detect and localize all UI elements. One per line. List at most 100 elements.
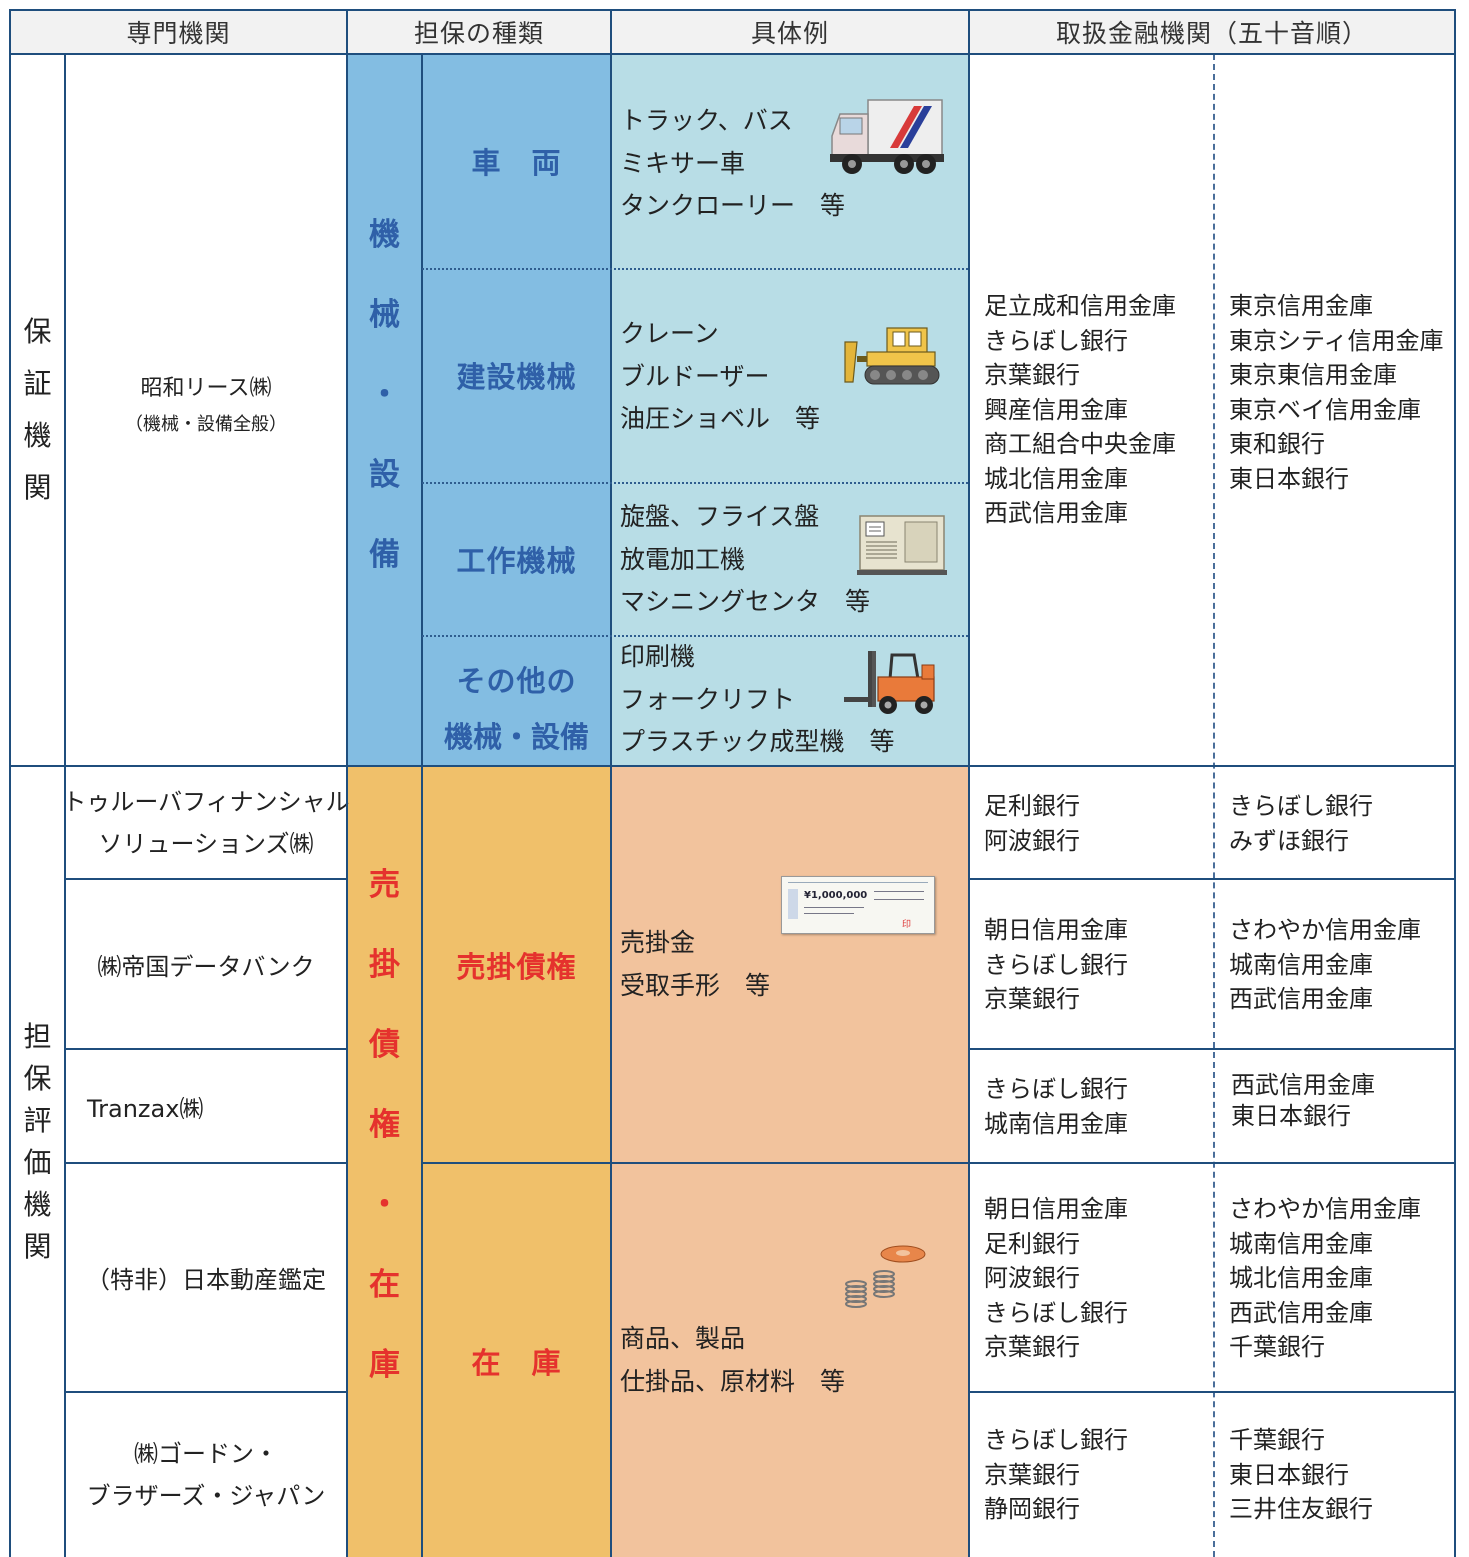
truck-icon (830, 99, 944, 174)
eval-institution-nihon-dosan: （特非）日本動産鑑定 (86, 1266, 326, 1294)
eval-banks-left-3: きらぼし銀行 城南信用金庫 (984, 1072, 1128, 1141)
grid-line (422, 635, 968, 637)
grid-line (9, 765, 1456, 767)
grid-line (9, 9, 11, 1557)
grid-line (346, 9, 348, 1557)
bank-item: みずほ銀行 (1229, 826, 1349, 855)
bank-item: きらぼし銀行 (984, 326, 1128, 355)
machinery-banks-right: 東京信用金庫 東京シティ信用金庫 東京東信用金庫 東京ベイ信用金庫 東和銀行 東… (1229, 289, 1444, 496)
bank-item: 朝日信用金庫 (984, 1195, 1128, 1223)
bulldozer-icon (844, 327, 940, 385)
bank-item: 京葉銀行 (984, 1460, 1080, 1489)
grid-line (1454, 9, 1456, 1557)
grid-line (65, 1048, 347, 1050)
bank-item: 西武信用金庫 (1231, 1071, 1375, 1099)
generator-icon (857, 515, 947, 575)
bank-item: 静岡銀行 (984, 1495, 1080, 1523)
grid-line (969, 1391, 1455, 1393)
bank-item: 興産信用金庫 (984, 395, 1128, 424)
bank-item: さわやか信用金庫 (1229, 1195, 1421, 1223)
bank-item: きらぼし銀行 (984, 950, 1128, 979)
grid-line (422, 1162, 1456, 1164)
bank-item: 東和銀行 (1229, 430, 1325, 458)
bank-item: 足立成和信用金庫 (984, 292, 1176, 320)
header-examples: 具体例 (750, 19, 829, 48)
header-background (10, 10, 1455, 54)
bank-item: きらぼし銀行 (1229, 792, 1373, 820)
examples-vehicles: トラック、バス ミキサー車 タンクローリー 等 (620, 106, 846, 220)
machinery-banks-left: 足立成和信用金庫 きらぼし銀行 京葉銀行 興産信用金庫 商工組合中央金庫 城北信… (984, 289, 1176, 531)
grid-line (65, 1162, 347, 1164)
bank-item: 千葉銀行 (1229, 1426, 1325, 1454)
bank-item: 京葉銀行 (984, 1333, 1080, 1361)
grid-line (422, 268, 968, 270)
bank-item: 東京ベイ信用金庫 (1229, 395, 1421, 424)
label-vehicles: 車 両 (471, 146, 562, 180)
bank-item: 城南信用金庫 (1229, 1229, 1373, 1258)
eval-institution-trueva: トゥルーバフィナンシャル ソリューションズ㈱ (62, 787, 350, 858)
machinery-equipment-category: 機 械 ・ 設 備 (369, 217, 400, 573)
eval-banks-right-5: 千葉銀行 東日本銀行 三井住友銀行 (1229, 1423, 1373, 1527)
bank-item: 東京シティ信用金庫 (1229, 326, 1444, 355)
grid-line (968, 9, 970, 1557)
grid-line (64, 54, 66, 1557)
header-specialist: 専門機関 (126, 19, 231, 48)
bank-item: 西武信用金庫 (984, 499, 1128, 527)
bank-item: 京葉銀行 (984, 985, 1080, 1013)
bank-item: 京葉銀行 (984, 361, 1080, 389)
receivables-inventory-category: 売 掛 債 権 ・ 在 庫 (369, 867, 400, 1383)
grid-line (421, 54, 423, 1557)
grid-line (969, 1048, 1455, 1050)
bank-item: 朝日信用金庫 (984, 916, 1128, 944)
bank-item: 西武信用金庫 (1229, 985, 1373, 1013)
guarantee-institution-label: 保 証 機 関 (23, 315, 52, 504)
bank-item: 阿波銀行 (984, 826, 1080, 855)
bank-item: 阿波銀行 (984, 1264, 1080, 1292)
grid-line (9, 9, 1456, 11)
bank-item: きらぼし銀行 (984, 1298, 1128, 1327)
bank-item: 東日本銀行 (1229, 464, 1349, 493)
bank-item: きらぼし銀行 (984, 1075, 1128, 1103)
eval-banks-left-4: 朝日信用金庫 足利銀行 阿波銀行 きらぼし銀行 京葉銀行 (984, 1192, 1128, 1365)
bank-item: 城南信用金庫 (1229, 950, 1373, 979)
eval-banks-right-4: さわやか信用金庫 城南信用金庫 城北信用金庫 西武信用金庫 千葉銀行 (1229, 1192, 1421, 1365)
bank-item: 東日本銀行 (1231, 1102, 1351, 1130)
bank-item: 東京東信用金庫 (1229, 361, 1397, 389)
bank-item: 足利銀行 (984, 1229, 1080, 1258)
label-inventory: 在 庫 (471, 1345, 562, 1380)
receivables-category-background (347, 766, 611, 1557)
eval-banks-right-3: 西武信用金庫 東日本銀行 (1231, 1070, 1375, 1132)
eval-banks-right-2: さわやか信用金庫 城南信用金庫 西武信用金庫 (1229, 913, 1421, 1017)
grid-line (65, 1391, 347, 1393)
showa-lease-scope: （機械・設備全般） (125, 414, 287, 435)
eval-institution-gordon-brothers: ㈱ゴードン・ ブラザーズ・ジャパン (86, 1439, 326, 1510)
eval-banks-left-1: 足利銀行 阿波銀行 (984, 789, 1080, 858)
eval-banks-left-5: きらぼし銀行 京葉銀行 静岡銀行 (984, 1423, 1128, 1527)
showa-lease-cell: 昭和リース㈱ （機械・設備全般） (65, 370, 347, 436)
eval-institution-teikoku: ㈱帝国データバンク (97, 952, 315, 981)
bank-item: 西武信用金庫 (1229, 1298, 1373, 1327)
header-banks: 取扱金融機関（五十音順） (1055, 19, 1368, 48)
evaluation-institution-label: 担 保 評 価 機 関 (23, 1019, 52, 1263)
bank-item: 東日本銀行 (1229, 1460, 1349, 1489)
bank-item: きらぼし銀行 (984, 1426, 1128, 1454)
grid-line (610, 9, 612, 1557)
bank-item: 商工組合中央金庫 (984, 430, 1176, 458)
machinery-examples-background (611, 54, 969, 766)
springs-icon (845, 1245, 926, 1308)
label-receivables: 売掛債権 (456, 950, 577, 984)
bank-item: 足利銀行 (984, 792, 1080, 820)
bill-icon: ¥1,000,000 印 (781, 876, 935, 934)
grid-line (1213, 54, 1215, 1557)
bank-item: 城南信用金庫 (984, 1109, 1128, 1138)
examples-receivables: 売掛金 受取手形 等 (620, 928, 771, 1000)
eval-banks-right-1: きらぼし銀行 みずほ銀行 (1229, 789, 1373, 858)
eval-banks-left-2: 朝日信用金庫 きらぼし銀行 京葉銀行 (984, 913, 1128, 1017)
bank-item: 千葉銀行 (1229, 1333, 1325, 1361)
bank-item: 城北信用金庫 (1229, 1264, 1373, 1292)
showa-lease-name: 昭和リース㈱ (140, 376, 272, 401)
examples-construction: クレーン ブルドーザー 油圧ショベル 等 (620, 319, 821, 433)
grid-line (969, 878, 1455, 880)
forklift-icon (844, 651, 935, 714)
bank-item: さわやか信用金庫 (1229, 916, 1421, 944)
